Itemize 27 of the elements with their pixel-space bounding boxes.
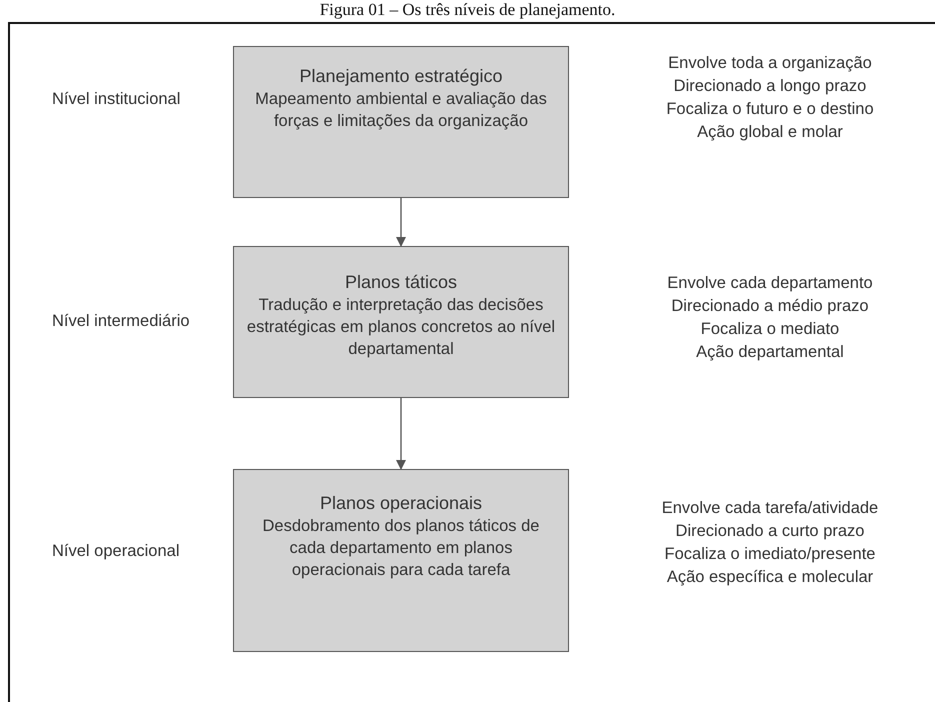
- characteristic-text: Direcionado a médio prazo: [670, 296, 870, 317]
- figure-title: Figura 01 – Os três níveis de planejamento.: [318, 0, 616, 20]
- level-label: Nível intermediário: [52, 311, 191, 332]
- characteristic-text: Envolve cada departamento: [666, 273, 874, 294]
- characteristic-text: Ação específica e molecular: [666, 567, 874, 588]
- characteristic-text: Focaliza o futuro e o destino: [665, 99, 875, 120]
- characteristic-text: Direcionado a longo prazo: [672, 76, 868, 97]
- process-box: [233, 46, 569, 198]
- box-description: Mapeamento ambiental e avaliação das forças e limitações da organização: [254, 89, 548, 132]
- characteristic-text: Ação global e molar: [696, 122, 844, 143]
- characteristic-text: Envolve cada tarefa/atividade: [660, 498, 880, 519]
- characteristic-text: Focaliza o mediato: [700, 319, 840, 340]
- level-label: Nível institucional: [52, 89, 182, 110]
- characteristic-text: Ação departamental: [695, 342, 845, 363]
- process-box: [233, 246, 569, 398]
- box-description: Tradução e interpretação das decisões estratégicas em planos concretos ao nível departamental: [246, 295, 556, 360]
- process-box: [233, 469, 569, 652]
- characteristic-text: Direcionado a curto prazo: [674, 521, 866, 542]
- characteristic-text: Focaliza o imediato/presente: [664, 544, 876, 565]
- level-label: Nível operacional: [52, 541, 180, 562]
- box-heading: Planos táticos: [344, 271, 458, 294]
- box-heading: Planejamento estratégico: [299, 65, 503, 88]
- arrow: [396, 198, 406, 247]
- arrow: [396, 398, 406, 470]
- characteristic-text: Envolve toda a organização: [667, 53, 873, 74]
- box-description: Desdobramento dos planos táticos de cada departamento em planos operacionais para cada tarefa: [261, 516, 540, 581]
- box-heading: Planos operacionais: [320, 492, 482, 515]
